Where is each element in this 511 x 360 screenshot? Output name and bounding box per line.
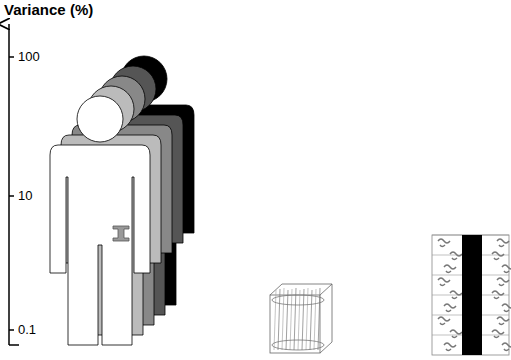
axis — [9, 24, 19, 345]
axis-title: Variance (%) — [4, 2, 93, 17]
tick-label: 100 — [18, 50, 40, 63]
tick-label: 10 — [18, 189, 32, 202]
chromosome-column-icon — [432, 235, 511, 355]
human-figure — [50, 96, 150, 345]
human-figures — [50, 56, 194, 345]
tissue-block-icon — [270, 284, 332, 353]
chromosome-icon — [113, 226, 129, 241]
tick-label: 0.1 — [18, 323, 36, 336]
